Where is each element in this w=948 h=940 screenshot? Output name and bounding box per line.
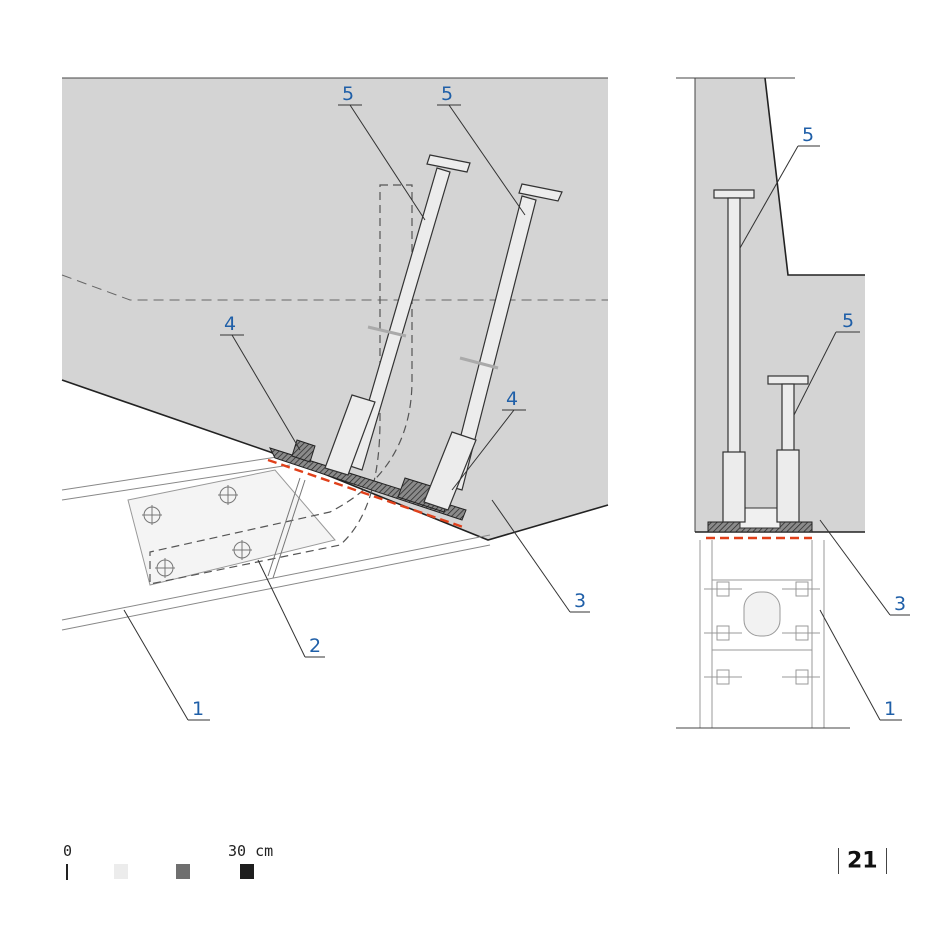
bent-anchor-bar <box>149 184 413 585</box>
page-number: 21 <box>830 848 895 874</box>
scale-swatch-dark <box>240 864 254 879</box>
callout-4-left-b: 4 <box>506 388 518 410</box>
callout-3-left: 3 <box>574 590 586 612</box>
steel-column-right <box>676 540 850 729</box>
callout-2-left: 2 <box>309 635 321 657</box>
construction-line-left <box>61 274 608 301</box>
callout-1-right: 1 <box>884 698 896 720</box>
headed-stud-right-b <box>767 375 809 523</box>
right-section-view: 5 5 3 1 <box>676 77 910 729</box>
page-number-text: 21 <box>847 848 878 874</box>
end-plate-left <box>127 469 336 586</box>
callouts-left <box>123 104 590 721</box>
callout-3-right: 3 <box>894 593 906 615</box>
scale-swatch-light <box>114 864 128 879</box>
callout-5-right-a: 5 <box>802 124 814 146</box>
scale-end-label: 30 cm <box>228 842 273 860</box>
callout-4-left-a: 4 <box>224 313 236 335</box>
callout-5-right-b: 5 <box>842 310 854 332</box>
scale-swatch-mid <box>176 864 190 879</box>
callout-1-left: 1 <box>192 698 204 720</box>
steel-beam-left <box>61 454 491 631</box>
callout-5-left-a: 5 <box>342 83 354 105</box>
scale-zero-label: 0 <box>63 842 72 860</box>
left-elevation-view: 5 5 4 4 3 2 1 <box>61 77 609 721</box>
headed-stud-left-b <box>423 183 563 511</box>
headed-stud-left-a <box>324 154 471 476</box>
highlight-line-left <box>267 458 467 530</box>
callout-5-left-b: 5 <box>441 83 453 105</box>
scale-legend: 0 30 cm <box>63 842 273 880</box>
headed-stud-right-a <box>713 189 755 523</box>
bolt-heads-left <box>142 485 252 578</box>
callouts-right <box>739 145 910 721</box>
